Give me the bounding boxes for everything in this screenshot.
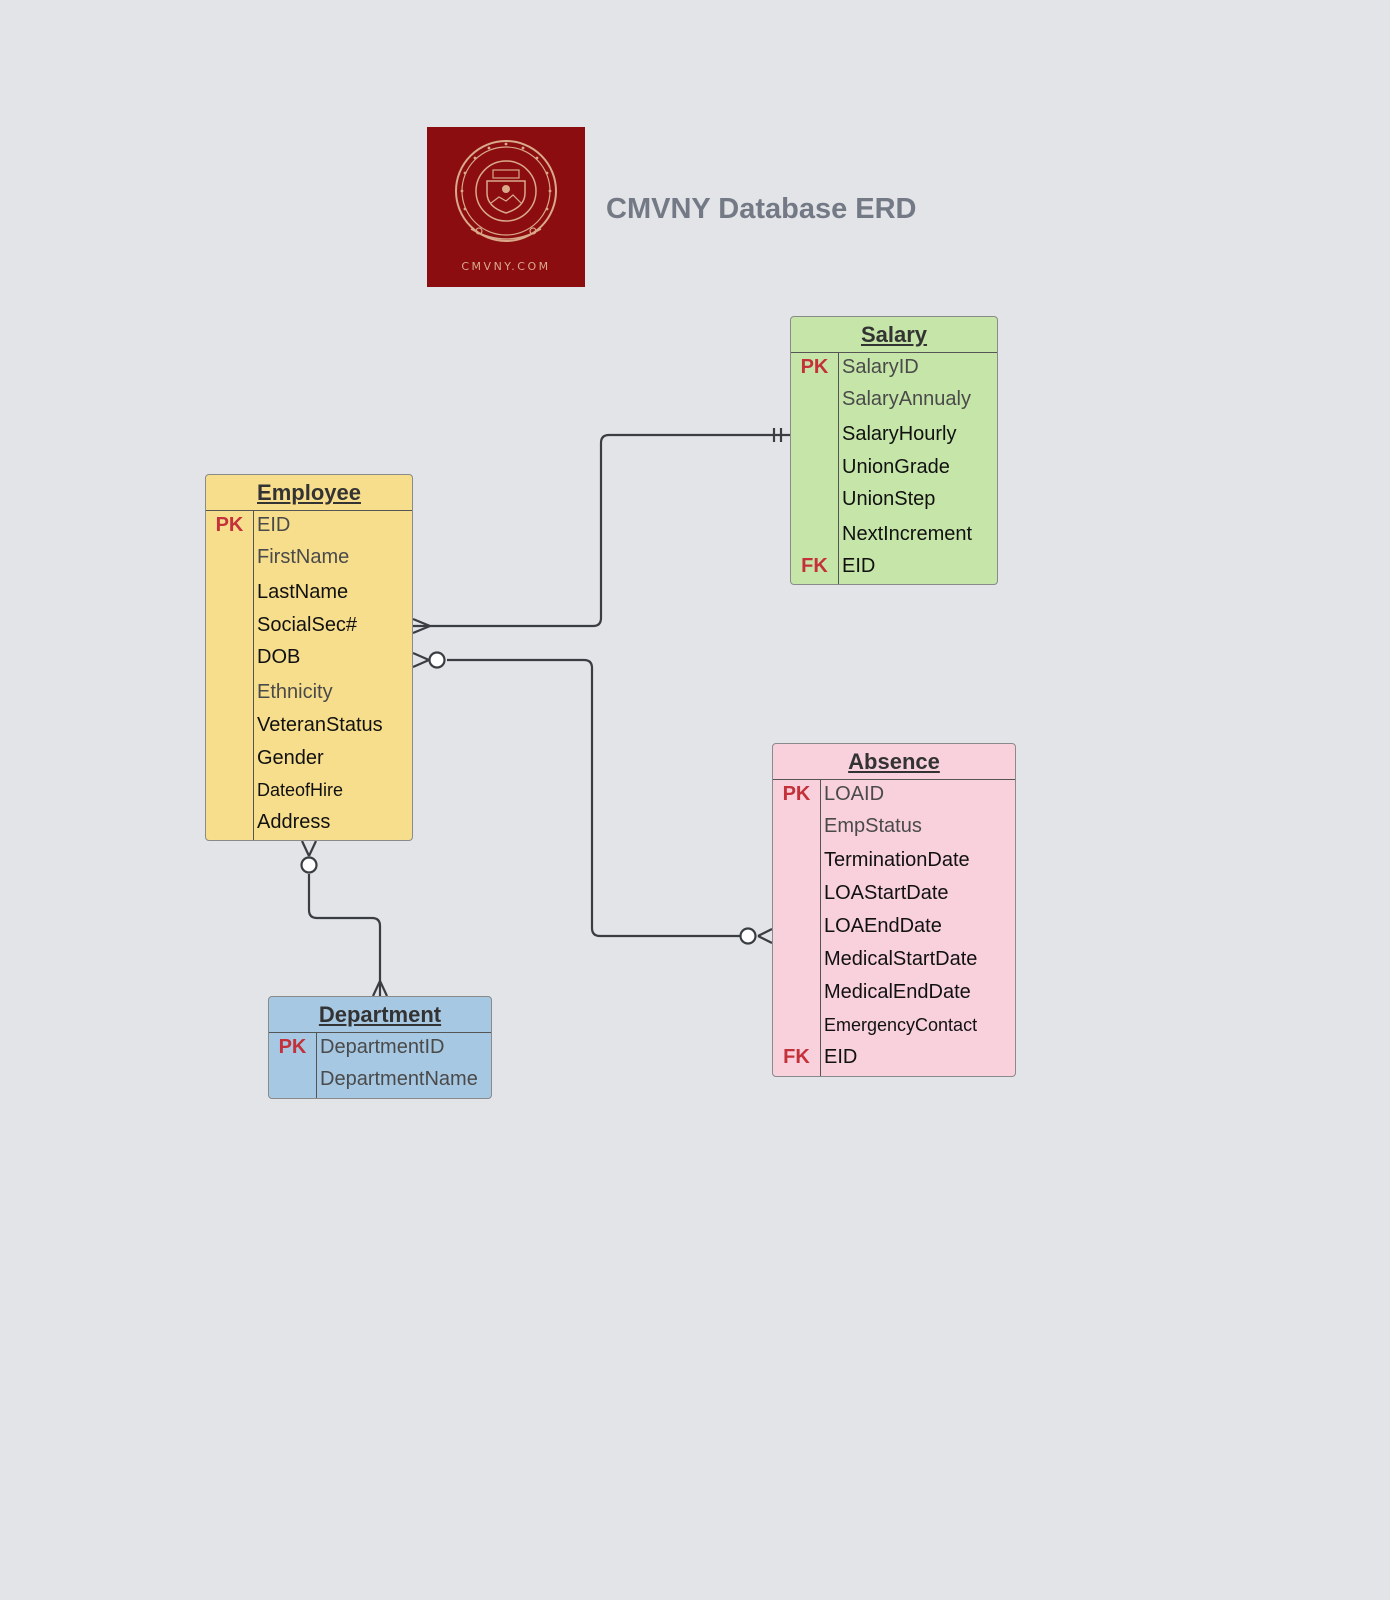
attribute-row: TerminationDate bbox=[773, 846, 1015, 874]
optional-circle bbox=[300, 856, 318, 874]
employee-absence-line bbox=[447, 658, 740, 938]
attribute-row: NextIncrement bbox=[791, 520, 997, 548]
key-column bbox=[269, 1033, 317, 1098]
entity-salary[interactable]: Salary PK SalaryID SalaryAnnualy SalaryH… bbox=[790, 316, 998, 585]
attribute-row: PK DepartmentID bbox=[269, 1033, 491, 1061]
key-column bbox=[791, 353, 839, 584]
attribute-name: EmpStatus bbox=[824, 815, 922, 837]
attribute-name: FirstName bbox=[257, 546, 350, 568]
key-label: PK bbox=[278, 1036, 307, 1058]
attribute-name: MedicalStartDate bbox=[824, 948, 978, 970]
entity-salary-title: Salary bbox=[791, 317, 997, 353]
attribute-row: EmpStatus bbox=[773, 812, 1015, 840]
attribute-row: LOAEndDate bbox=[773, 912, 1015, 940]
attribute-row: LastName bbox=[206, 578, 412, 606]
entity-department[interactable]: Department PK DepartmentID DepartmentNam… bbox=[268, 996, 492, 1099]
attribute-row: FK EID bbox=[773, 1043, 1015, 1071]
attribute-name: SalaryAnnualy bbox=[842, 388, 971, 410]
attribute-name: TerminationDate bbox=[824, 849, 970, 871]
attribute-row: UnionGrade bbox=[791, 453, 997, 481]
attribute-row: Address bbox=[206, 808, 412, 836]
attribute-name: LastName bbox=[257, 581, 349, 603]
entity-absence[interactable]: Absence PK LOAID EmpStatus TerminationDa… bbox=[772, 743, 1016, 1077]
attribute-row: DateofHire bbox=[206, 776, 412, 804]
attribute-name: DOB bbox=[257, 646, 301, 668]
entity-employee-title: Employee bbox=[206, 475, 412, 511]
employee-salary-line bbox=[413, 433, 790, 628]
key-label: FK bbox=[801, 555, 828, 577]
key-label: PK bbox=[782, 783, 811, 805]
attribute-row: DepartmentName bbox=[269, 1065, 491, 1093]
attribute-row: VeteranStatus bbox=[206, 711, 412, 739]
attribute-row: SalaryHourly bbox=[791, 420, 997, 448]
attribute-row: FirstName bbox=[206, 543, 412, 571]
optional-circle bbox=[428, 651, 446, 669]
attribute-row: FK EID bbox=[791, 552, 997, 580]
attribute-name: MedicalEndDate bbox=[824, 981, 971, 1003]
city-seal-logo: CMVNY.COM bbox=[427, 127, 585, 287]
attribute-name: EID bbox=[824, 1046, 858, 1068]
attribute-name: SalaryID bbox=[842, 356, 919, 378]
attribute-row: SalaryAnnualy bbox=[791, 385, 997, 413]
attribute-name: UnionGrade bbox=[842, 456, 950, 478]
attribute-name: Address bbox=[257, 811, 331, 833]
key-label: FK bbox=[783, 1046, 810, 1068]
attribute-row: Ethnicity bbox=[206, 678, 412, 706]
entity-department-title: Department bbox=[269, 997, 491, 1033]
key-label: PK bbox=[800, 356, 829, 378]
diagram-title: CMVNY Database ERD bbox=[606, 193, 917, 225]
employee-department-line bbox=[307, 874, 382, 996]
key-label: PK bbox=[215, 514, 244, 536]
attribute-row: SocialSec# bbox=[206, 611, 412, 639]
entity-absence-title: Absence bbox=[773, 744, 1015, 780]
attribute-name: DepartmentID bbox=[320, 1036, 445, 1058]
attribute-name: EmergencyContact bbox=[824, 1015, 978, 1035]
attribute-name: LOAID bbox=[824, 783, 885, 805]
attribute-name: VeteranStatus bbox=[257, 714, 383, 736]
key-column bbox=[773, 780, 821, 1076]
attribute-row: PK SalaryID bbox=[791, 353, 997, 381]
attribute-row: Gender bbox=[206, 744, 412, 772]
attribute-name: DepartmentName bbox=[320, 1068, 478, 1090]
key-column bbox=[206, 511, 254, 840]
attribute-name: SalaryHourly bbox=[842, 423, 957, 445]
attribute-row: PK LOAID bbox=[773, 780, 1015, 808]
attribute-name: EID bbox=[257, 514, 291, 536]
attribute-name: LOAStartDate bbox=[824, 882, 949, 904]
attribute-name: NextIncrement bbox=[842, 523, 973, 545]
attribute-row: MedicalStartDate bbox=[773, 945, 1015, 973]
attribute-name: EID bbox=[842, 555, 876, 577]
attribute-name: DateofHire bbox=[257, 780, 344, 800]
attribute-name: UnionStep bbox=[842, 488, 936, 510]
attribute-name: Gender bbox=[257, 747, 324, 769]
attribute-row: LOAStartDate bbox=[773, 879, 1015, 907]
attribute-name: Ethnicity bbox=[257, 681, 333, 703]
attribute-row: UnionStep bbox=[791, 485, 997, 513]
entity-employee[interactable]: Employee PK EID FirstName LastName Socia… bbox=[205, 474, 413, 841]
attribute-row: DOB bbox=[206, 643, 412, 671]
logo-caption: CMVNY.COM bbox=[461, 260, 551, 273]
attribute-name: LOAEndDate bbox=[824, 915, 942, 937]
seal-emblem bbox=[455, 140, 557, 242]
optional-circle bbox=[739, 927, 757, 945]
attribute-row: PK EID bbox=[206, 511, 412, 539]
attribute-row: EmergencyContact bbox=[773, 1011, 1015, 1039]
attribute-name: SocialSec# bbox=[257, 614, 358, 636]
attribute-row: MedicalEndDate bbox=[773, 978, 1015, 1006]
